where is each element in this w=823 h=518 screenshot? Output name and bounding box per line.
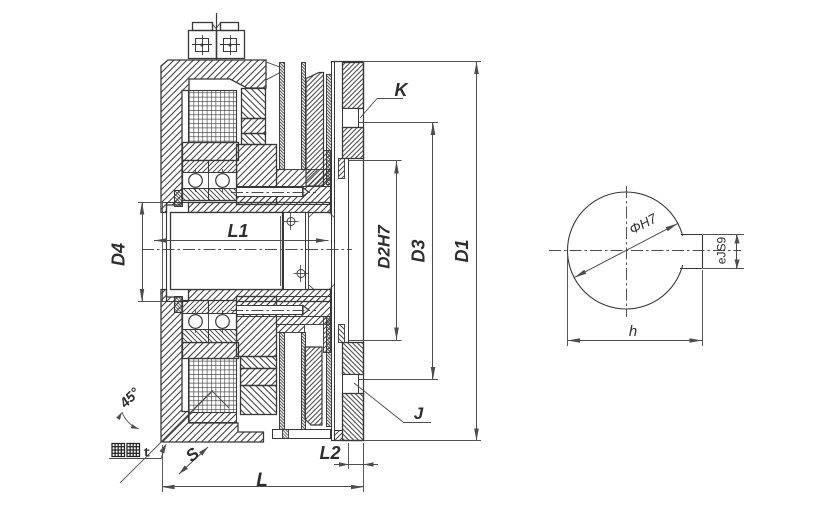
svg-text:L1: L1 (227, 221, 248, 241)
svg-text:D3: D3 (409, 239, 429, 262)
svg-text:K: K (395, 80, 410, 100)
svg-text:D2H7: D2H7 (375, 224, 394, 269)
svg-text:J: J (414, 404, 424, 423)
svg-text:D4: D4 (109, 243, 129, 266)
svg-text:h: h (629, 323, 637, 340)
svg-text:L: L (256, 470, 268, 491)
svg-text:t: t (143, 446, 151, 461)
svg-text:D1: D1 (452, 239, 472, 262)
svg-text:L2: L2 (319, 443, 340, 463)
svg-text:eJS9: eJS9 (715, 237, 729, 265)
